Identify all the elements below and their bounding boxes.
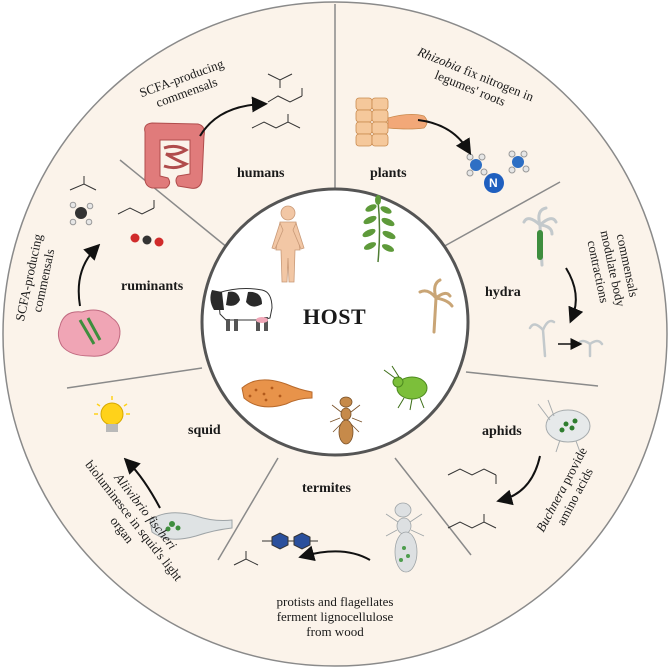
host-label-plants: plants — [370, 166, 407, 181]
lightbulb-icon — [94, 396, 130, 432]
arrow-plants — [417, 119, 472, 156]
arrow-squid — [123, 457, 161, 509]
arrow-termites — [298, 545, 371, 562]
host-label-hydra: hydra — [485, 285, 521, 300]
center-title: HOST — [303, 304, 367, 329]
lignin-molecule-icon — [262, 532, 318, 550]
fern-icon — [362, 195, 396, 263]
squid-icon — [241, 379, 313, 408]
human-icon — [271, 205, 305, 283]
host-label-aphids: aphids — [482, 424, 522, 439]
arrow-aphids — [496, 455, 541, 506]
co2-molecule — [130, 233, 164, 247]
cow-icon — [210, 288, 273, 331]
divider-line — [440, 181, 561, 249]
divider-line — [66, 367, 203, 389]
termite-icon — [329, 396, 363, 445]
scfa-molecules-ruminants — [69, 176, 155, 215]
intestine-icon — [144, 122, 205, 189]
divider-line — [119, 159, 229, 249]
methane-molecule — [69, 201, 94, 226]
desc-termites: protists and flagellates ferment lignoce… — [260, 594, 410, 639]
root-cells-icon — [355, 97, 428, 147]
host-label-squid: squid — [188, 423, 221, 438]
desc-termites-line2: ferment lignocellulose — [276, 609, 394, 624]
hydra-symbionts — [537, 230, 543, 260]
nitrogen-symbol: N — [489, 176, 498, 190]
rumen-icon — [57, 309, 121, 357]
ammonium-molecules — [466, 150, 530, 177]
aphid-icon — [383, 365, 428, 411]
arrow-hydra — [565, 267, 584, 324]
termite-gut-microbes — [399, 546, 410, 562]
sector-dividers — [66, 4, 599, 561]
amino-acid-molecules — [447, 468, 497, 529]
arrow-ruminants — [77, 243, 101, 307]
squid-outer-icon — [149, 512, 233, 540]
host-label-ruminants: ruminants — [121, 279, 184, 294]
nitrogen-atom-icon — [484, 173, 504, 193]
hydra-contracted-icon — [528, 319, 604, 358]
termite-outer-icon — [385, 502, 425, 573]
flow-arrows — [77, 96, 584, 562]
host-label-humans: humans — [237, 166, 285, 181]
scfa-molecules-humans — [251, 73, 303, 129]
host-label-termites: termites — [302, 481, 351, 496]
acetate-molecule-termites — [233, 551, 259, 566]
aphid-outer-icon — [537, 399, 591, 453]
desc-termites-line1: protists and flagellates — [276, 594, 394, 609]
divider-line — [217, 457, 279, 561]
arrow-humans — [199, 96, 268, 137]
divider-line — [394, 457, 472, 556]
divider-line — [465, 371, 599, 387]
hydra-icon — [418, 278, 454, 334]
desc-termites-line3: from wood — [306, 624, 364, 639]
